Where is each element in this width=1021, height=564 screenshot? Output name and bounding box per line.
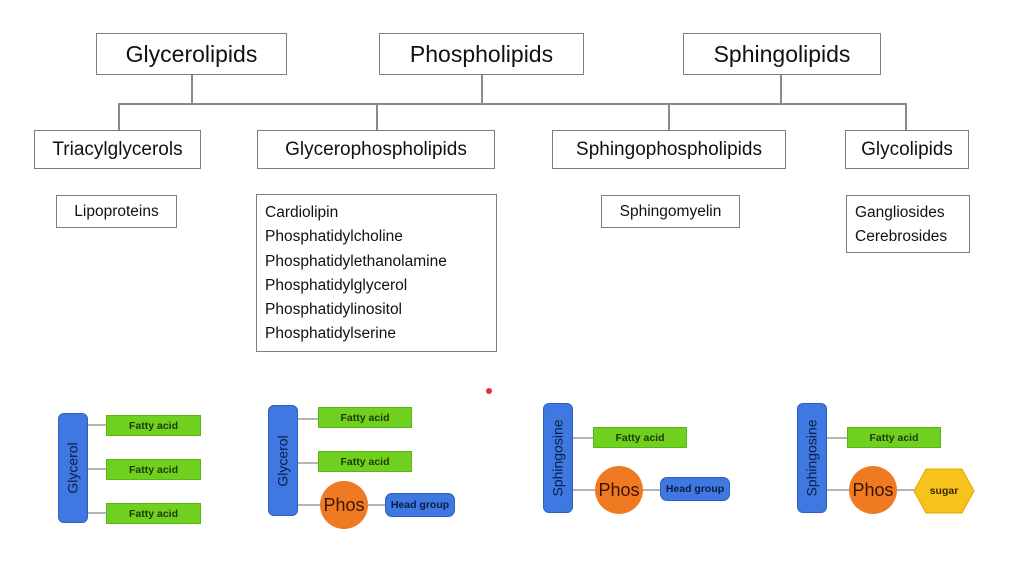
bond-line bbox=[88, 424, 106, 426]
fatty-acid-chain: Fatty acid bbox=[318, 407, 412, 428]
bond-line bbox=[573, 489, 595, 491]
bond-line bbox=[297, 462, 319, 464]
glycolipids-box: Glycolipids bbox=[845, 130, 969, 169]
fatty-acid-chain: Fatty acid bbox=[593, 427, 687, 448]
connector bbox=[118, 103, 120, 132]
list-item: Cerebrosides bbox=[855, 228, 948, 246]
bond-line bbox=[88, 512, 106, 514]
fatty-acid-chain: Fatty acid bbox=[106, 459, 201, 480]
bond-line bbox=[573, 437, 593, 439]
red-dot bbox=[486, 388, 492, 394]
sphingolipids-box: Sphingolipids bbox=[683, 33, 881, 75]
list-item: Phosphatidylethanolamine bbox=[265, 252, 447, 270]
list-item: Phosphatidylglycerol bbox=[265, 276, 408, 294]
phospholipids-box: Phospholipids bbox=[379, 33, 584, 75]
bond-line bbox=[88, 468, 106, 470]
glycerol-backbone: Glycerol bbox=[268, 405, 298, 516]
glycerophospholipids-box: Glycerophospholipids bbox=[257, 130, 495, 169]
glycerol-label: Glycerol bbox=[275, 434, 292, 487]
list-item: Cardiolipin bbox=[265, 204, 339, 221]
list-item: Phosphatidylserine bbox=[265, 325, 396, 343]
sphingomyelin-box: Sphingomyelin bbox=[601, 195, 740, 228]
sugar-label: sugar bbox=[929, 485, 959, 497]
connector bbox=[376, 103, 378, 132]
connector bbox=[118, 103, 906, 105]
sugar-hexagon bbox=[913, 468, 975, 514]
connector bbox=[191, 74, 193, 104]
glycerolipids-box: Glycerolipids bbox=[96, 33, 287, 75]
bond-line bbox=[897, 489, 914, 491]
bond-line bbox=[827, 437, 847, 439]
sphingosine-backbone: Sphingosine bbox=[797, 403, 827, 513]
glycolipid-list: Gangliosides Cerebrosides bbox=[846, 195, 970, 253]
list-item: Phosphatidylinositol bbox=[265, 301, 403, 319]
connector bbox=[780, 74, 782, 104]
glycerol-label: Glycerol bbox=[65, 442, 82, 494]
bond-line bbox=[368, 504, 386, 506]
sphingosine-label: Sphingosine bbox=[550, 419, 566, 497]
list-item: Gangliosides bbox=[855, 204, 945, 221]
triacylglycerols-box: Triacylglycerols bbox=[34, 130, 201, 169]
bond-line bbox=[643, 489, 660, 491]
glycerol-backbone: Glycerol bbox=[58, 413, 88, 523]
connector bbox=[905, 103, 907, 132]
fatty-acid-chain: Fatty acid bbox=[106, 503, 201, 524]
bond-line bbox=[297, 418, 319, 420]
fatty-acid-chain: Fatty acid bbox=[847, 427, 941, 448]
connector bbox=[481, 74, 483, 104]
phosphate-group: Phos bbox=[595, 466, 643, 514]
sphingosine-backbone: Sphingosine bbox=[543, 403, 573, 513]
list-item: Phosphatidylcholine bbox=[265, 228, 403, 246]
bond-line bbox=[827, 489, 849, 491]
head-group: Head group bbox=[385, 493, 455, 517]
connector bbox=[668, 103, 670, 132]
fatty-acid-chain: Fatty acid bbox=[318, 451, 412, 472]
bond-line bbox=[297, 504, 321, 506]
sphingosine-label: Sphingosine bbox=[804, 419, 820, 497]
sphingophospholipids-box: Sphingophospholipids bbox=[552, 130, 786, 169]
lipoproteins-box: Lipoproteins bbox=[56, 195, 177, 228]
phosphate-group: Phos bbox=[320, 481, 368, 529]
glycerophospholipid-list: Cardiolipin Phosphatidylcholine Phosphat… bbox=[256, 194, 497, 352]
phosphate-group: Phos bbox=[849, 466, 897, 514]
fatty-acid-chain: Fatty acid bbox=[106, 415, 201, 436]
head-group: Head group bbox=[660, 477, 730, 501]
